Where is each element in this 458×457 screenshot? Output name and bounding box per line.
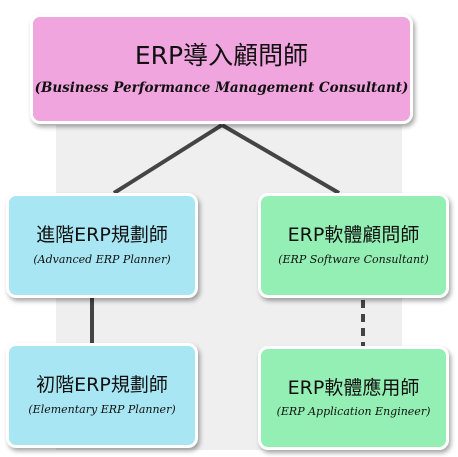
node-title: ERP軟體顧問師 [287,224,420,247]
node-elementary-erp-planner: 初階ERP規劃師 (Elementary ERP Planner) [6,343,198,448]
connector-top-to-software [220,123,341,195]
node-title: ERP導入顧問師 [134,40,309,70]
node-title: ERP軟體應用師 [287,376,420,399]
node-subtitle: (Advanced ERP Planner) [33,252,171,266]
node-subtitle: (Elementary ERP Planner) [28,402,176,416]
node-subtitle: (Business Performance Management Consult… [34,80,409,97]
node-erp-implementation-consultant: ERP導入顧問師 (Business Performance Managemen… [30,14,413,124]
node-erp-application-engineer: ERP軟體應用師 (ERP Application Engineer) [258,346,449,450]
node-subtitle: (ERP Application Engineer) [276,405,431,419]
connector-top-to-advanced [112,123,224,195]
node-title: 初階ERP規劃師 [36,374,168,397]
node-erp-software-consultant: ERP軟體顧問師 (ERP Software Consultant) [258,193,449,298]
node-subtitle: (ERP Software Consultant) [278,252,429,266]
node-title: 進階ERP規劃師 [36,224,168,247]
node-advanced-erp-planner: 進階ERP規劃師 (Advanced ERP Planner) [6,193,198,298]
